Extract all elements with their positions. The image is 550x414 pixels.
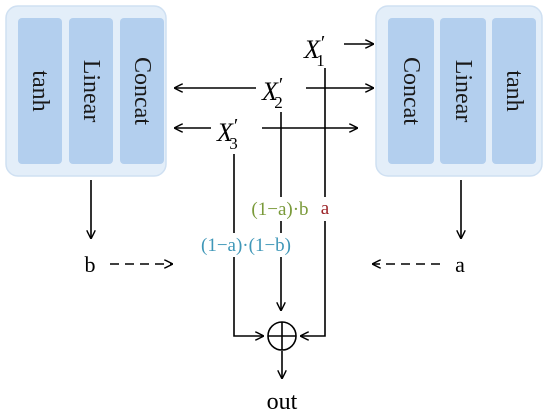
left-module-output-b: b (85, 252, 96, 277)
left-layer-concat-label: Concat (129, 57, 155, 125)
left-layer-linear: Linear (69, 18, 113, 164)
weight-w3-label: (1−a)·(1−b) (201, 235, 291, 256)
right-layer-concat-label: Concat (398, 57, 424, 125)
input-arrows (175, 44, 373, 128)
input-x2-label: X′2 (261, 74, 283, 112)
left-layer-tanh: tanh (18, 18, 62, 164)
weight-w1-label: (1−a)·b (251, 199, 308, 220)
module-output-arrows (91, 180, 461, 264)
input-x1-label: X′1 (303, 32, 325, 70)
x3-path-line (233, 154, 263, 336)
right-layer-linear-label: Linear (450, 60, 476, 123)
left-module: tanh Linear Concat (5, 5, 167, 177)
weight-w2-label: a (321, 198, 330, 219)
right-layer-tanh: tanh (492, 18, 536, 164)
circle-cross-icon (267, 321, 297, 351)
left-layer-linear-label: Linear (78, 60, 104, 123)
x1-path-line (301, 68, 326, 336)
input-x3-label: X′3 (216, 115, 238, 153)
right-layer-tanh-label: tanh (501, 70, 527, 111)
left-layer-tanh-label: tanh (27, 70, 53, 111)
right-layer-linear: Linear (440, 18, 486, 164)
left-layer-concat: Concat (120, 18, 164, 164)
right-module: Concat Linear tanh (375, 5, 543, 177)
right-layer-concat: Concat (388, 18, 434, 164)
right-module-output-a: a (455, 252, 465, 277)
output-label: out (267, 389, 298, 414)
